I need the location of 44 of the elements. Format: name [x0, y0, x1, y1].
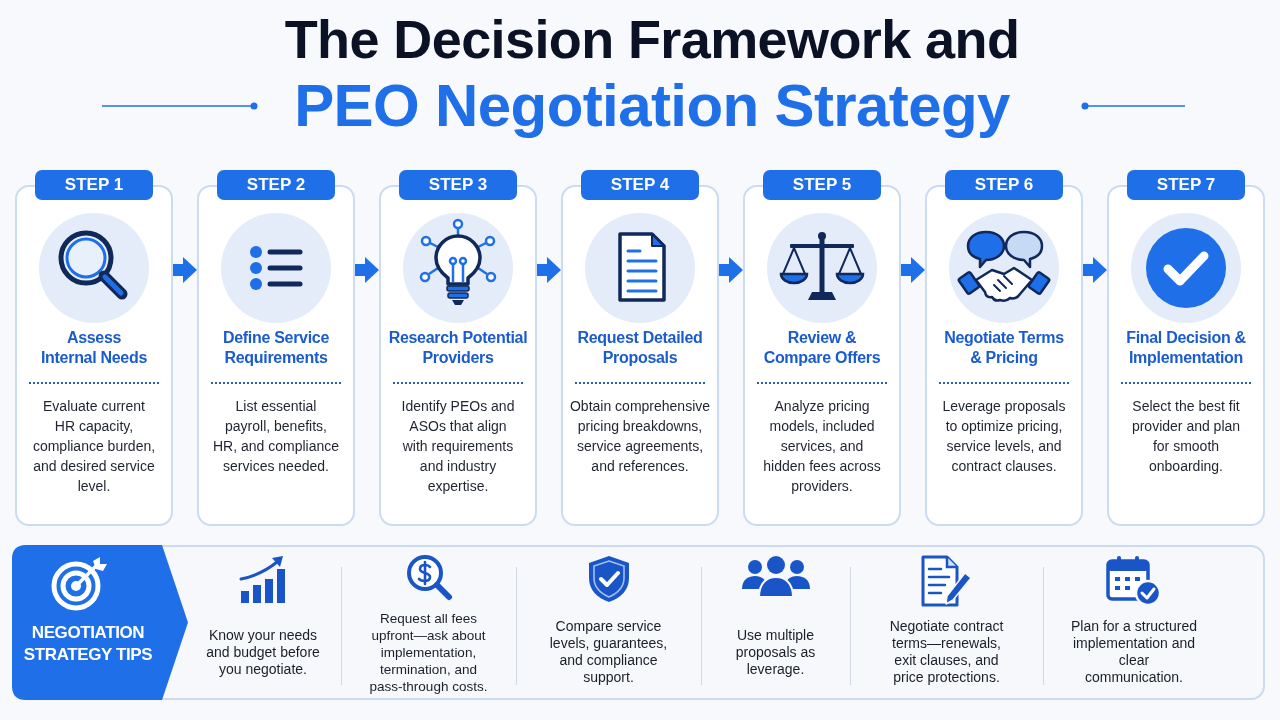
- step-card: [925, 170, 1083, 526]
- step-heading: Request Detailed Proposals: [576, 328, 704, 368]
- tip-text: Request all fees upfront—ask about implementation, termination, and pass-through costs.: [368, 609, 489, 695]
- step-badge: STEP 3: [399, 170, 517, 200]
- title: The Decision Framework and PEO Negotiation Strategy: [284, 8, 1020, 140]
- tips-panel: [12, 545, 1265, 700]
- arrow: [901, 257, 925, 283]
- step-heading: Research Potential Providers: [387, 328, 529, 368]
- tip-text: Know your needs and budget before you negotiate.: [205, 626, 321, 678]
- step-heading: Negotiate Terms & Pricing: [943, 328, 1065, 368]
- step-badge: STEP 4: [581, 170, 699, 200]
- step-description: Analyze pricing models, included services, and hidden fees across providers.: [762, 397, 882, 496]
- arrow: [1083, 257, 1107, 283]
- arrow: [355, 257, 379, 283]
- step-card: [197, 170, 355, 526]
- banner-heading: NEGOTIATION STRATEGY TIPS: [22, 622, 154, 666]
- step-heading: Review & Compare Offers: [762, 328, 882, 368]
- step-card: [1107, 170, 1265, 526]
- tips-banner: [12, 545, 188, 700]
- step-heading: Define Service Requirements: [221, 328, 331, 368]
- tip-text: Use multiple proposals as leverage.: [734, 626, 817, 678]
- step-description: Obtain comprehensive pricing breakdowns, service agreements, and references.: [568, 397, 712, 476]
- arrow: [719, 257, 743, 283]
- tip-text: Plan for a structured implementation and clear communication.: [1070, 618, 1198, 686]
- arrow: [173, 257, 197, 283]
- step-heading: Assess Internal Needs: [40, 328, 148, 368]
- step-badge: STEP 2: [217, 170, 335, 200]
- tip-text: Negotiate contract terms—renewals, exit clauses, and price protections.: [888, 618, 1005, 686]
- step-badge: STEP 5: [763, 170, 881, 200]
- step-description: Evaluate current HR capacity, compliance burden, and desired service level.: [32, 397, 156, 496]
- tip-text: Compare service levels, guarantees, and compliance support.: [548, 618, 669, 686]
- step-badge: STEP 7: [1127, 170, 1245, 200]
- step-heading: Final Decision & Implementation: [1125, 328, 1247, 368]
- step-description: Identify PEOs and ASOs that align with requirements and industry expertise.: [400, 397, 516, 496]
- arrow: [537, 257, 561, 283]
- step-description: List essential payroll, benefits, HR, and compliance services needed.: [212, 397, 340, 476]
- step-card: [15, 170, 173, 526]
- step-badge: STEP 6: [945, 170, 1063, 200]
- step-description: Select the best fit provider and plan for smooth onboarding.: [1130, 397, 1242, 476]
- step-badge: STEP 1: [35, 170, 153, 200]
- step-card: [379, 170, 537, 526]
- step-card: [561, 170, 719, 526]
- step-card: [743, 170, 901, 526]
- step-description: Leverage proposals to optimize pricing, service levels, and contract clauses.: [941, 397, 1067, 476]
